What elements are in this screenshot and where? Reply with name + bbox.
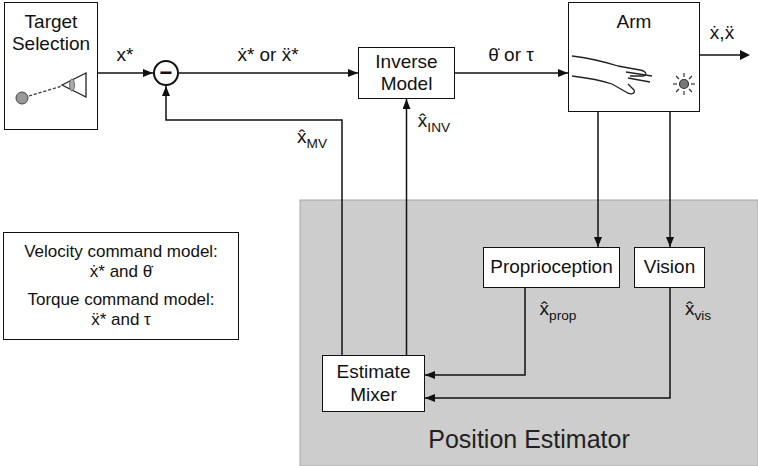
node-label: Target Selection [5, 11, 97, 56]
summing-junction: − [153, 60, 179, 86]
math-symbol: x̂ [418, 110, 428, 131]
signal-label: x̂vis [685, 298, 711, 324]
node-label: Arm [569, 11, 699, 33]
arm-box: Arm [568, 2, 700, 112]
signal-arrow [597, 112, 599, 247]
node-label: Vision [635, 256, 704, 278]
node-label: Proprioception [484, 256, 619, 278]
signal-label: x̂prop [540, 298, 577, 324]
output-label: ẋ,ẍ [710, 22, 734, 45]
region-title: Position Estimator [300, 425, 758, 455]
node-label: Inverse Model [359, 51, 454, 96]
signal-label: x̂MV [297, 126, 327, 152]
signal-arrow [179, 72, 358, 74]
arm-figure [572, 56, 652, 94]
process-box: Vision [634, 247, 705, 288]
signal-arrow [98, 72, 153, 74]
node-label: Estimate Mixer [323, 361, 424, 406]
estimator-band [300, 200, 758, 466]
signal-label: θ̇ or τ [488, 44, 534, 67]
note-text: Velocity command model: ẋ* and θ̇ [19, 242, 223, 282]
process-box: Inverse Model [358, 47, 455, 99]
math-symbol: x̂ [685, 298, 695, 319]
signal-arrow [425, 288, 525, 375]
signal-label: x* [117, 44, 134, 67]
process-box: Proprioception [483, 247, 620, 288]
note-box: Velocity command model: ẋ* and θ̇ Torque … [3, 232, 239, 340]
signal-arrow [406, 99, 408, 355]
light-symbol [673, 73, 695, 95]
output-arrow [700, 50, 750, 60]
note-text: Torque command model: ẍ* and τ [19, 290, 223, 330]
signal-label: ẋ* or ẍ* [237, 44, 298, 67]
math-subscript: MV [306, 136, 327, 151]
math-symbol: x̂ [540, 298, 550, 319]
math-subscript: vis [694, 308, 711, 323]
target-figure [16, 73, 86, 104]
signal-label: x̂INV [418, 110, 450, 136]
math-subscript: prop [549, 308, 576, 323]
math-subscript: INV [427, 120, 450, 135]
signal-arrow [669, 112, 671, 247]
target-box: Target Selection [4, 2, 98, 130]
signal-arrow [455, 72, 568, 74]
process-box: Estimate Mixer [322, 355, 425, 412]
node-label: − [155, 62, 177, 84]
math-symbol: x̂ [297, 126, 307, 147]
signal-arrow [425, 288, 670, 398]
estimator-region: Position Estimator Proprioception VisionEs… [300, 200, 758, 466]
